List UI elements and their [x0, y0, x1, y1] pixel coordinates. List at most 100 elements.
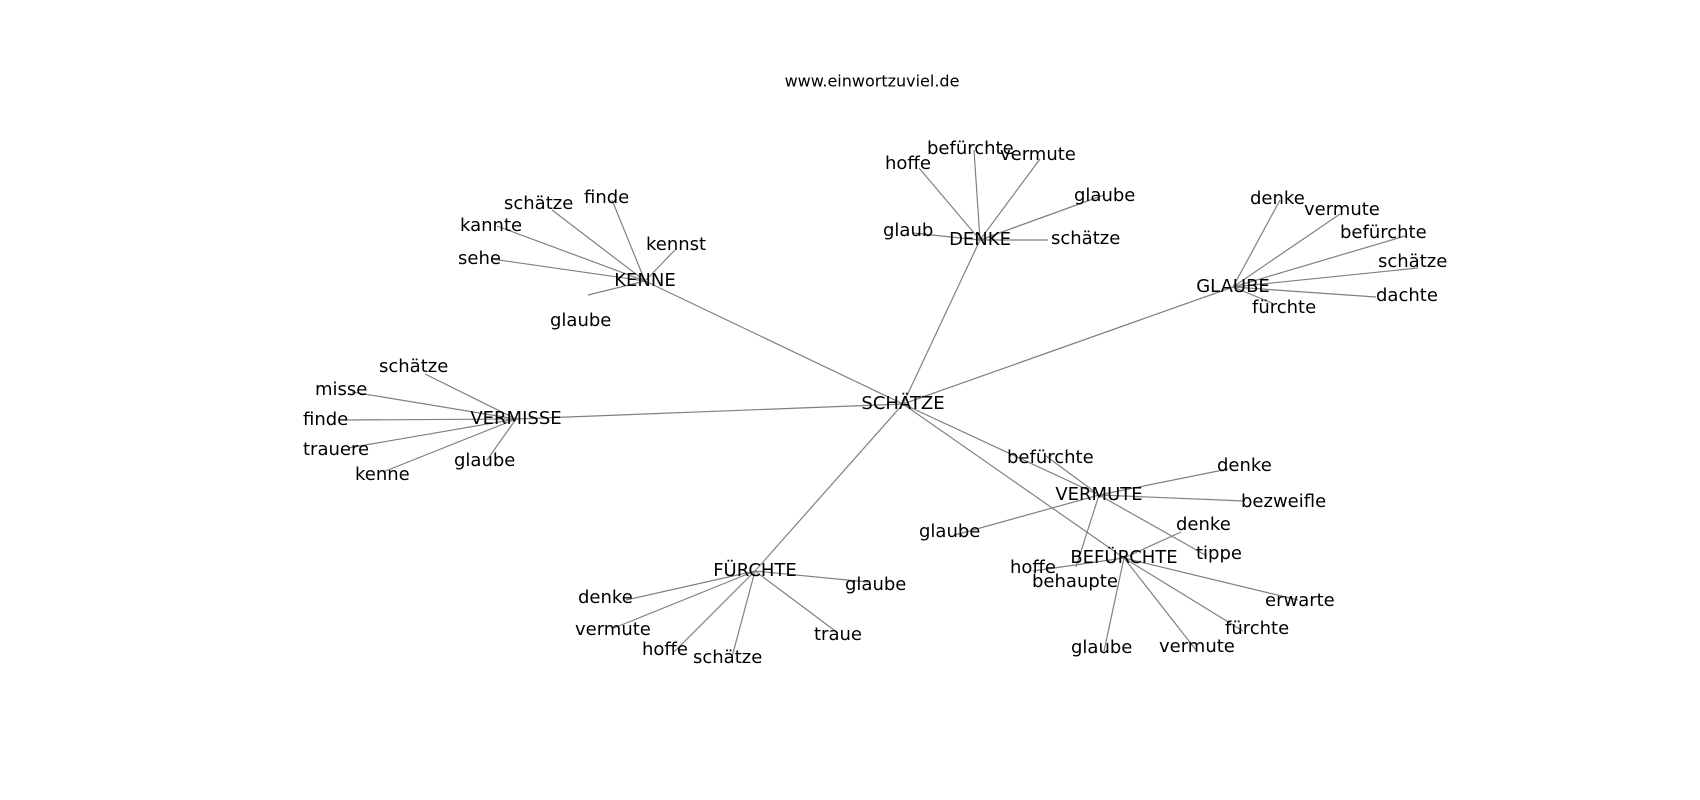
edge-vermute-3 [954, 494, 1100, 536]
leaf-label-befürchte-1: hoffe [1010, 557, 1056, 578]
leaf-label-vermute-1: denke [1217, 455, 1272, 476]
hub-node-label-vermisse: VERMISSE [470, 408, 561, 429]
leaf-label-vermisse-0: schätze [379, 356, 448, 377]
leaf-label-denke-0: hoffe [885, 153, 931, 174]
labels-layer: www.einwortzuviel.de SCHÄTZE finde schätze… [303, 72, 1447, 669]
edges-layer [344, 149, 1419, 658]
leaf-label-kenne-0: finde [584, 187, 629, 208]
hub-node-label-glaube: GLAUBE [1196, 276, 1270, 297]
center-node-label: SCHÄTZE [861, 393, 944, 414]
edge-befürchte-3 [1123, 557, 1244, 632]
edge-center-denke [902, 239, 981, 405]
site-title: www.einwortzuviel.de [785, 72, 960, 91]
leaf-label-befürchte-5: glaube [1071, 637, 1132, 658]
edge-center-befürchte [902, 403, 1125, 559]
leaf-label-denke-1: befürchte [927, 138, 1014, 159]
edge-denke-3 [979, 194, 1105, 241]
hub-node-label-denke: DENKE [949, 229, 1011, 250]
leaf-label-vermisse-3: trauere [303, 439, 369, 460]
edge-befürchte-4 [1123, 557, 1197, 651]
leaf-label-denke-2: vermute [1000, 144, 1076, 165]
edge-glaube-4 [1232, 286, 1377, 298]
edge-fürchte-1 [754, 570, 869, 583]
leaf-label-vermisse-5: glaube [454, 450, 515, 471]
leaf-label-fürchte-5: traue [814, 624, 862, 645]
edge-kenne-3 [491, 258, 646, 282]
edge-denke-1 [973, 149, 981, 241]
edge-center-vermute [902, 403, 1100, 496]
leaf-label-kenne-1: schätze [504, 193, 573, 214]
edge-befürchte-2 [1123, 557, 1299, 601]
edge-fürchte-0 [625, 570, 756, 601]
edge-fürchte-4 [731, 570, 756, 658]
edge-kenne-1 [551, 209, 646, 282]
edge-center-fürchte [754, 403, 904, 572]
leaf-label-vermute-3: glaube [919, 521, 980, 542]
edge-vermute-1 [1098, 468, 1229, 496]
edge-vermute-4 [1098, 494, 1208, 557]
edge-vermisse-0 [424, 373, 517, 420]
leaf-label-fürchte-4: schätze [693, 647, 762, 668]
edge-befürchte-0 [1123, 531, 1182, 559]
edge-kenne-2 [496, 225, 646, 282]
leaf-label-kenne-2: kannte [460, 215, 522, 236]
edge-vermute-2 [1098, 494, 1246, 502]
edge-vermisse-1 [351, 391, 517, 420]
edge-glaube-1 [1232, 213, 1341, 288]
hub-node-label-kenne: KENNE [614, 270, 675, 291]
leaf-label-glaube-1: vermute [1304, 199, 1380, 220]
edge-glaube-5 [1232, 286, 1273, 304]
edge-glaube-2 [1232, 235, 1406, 288]
leaf-label-kenne-5: glaube [550, 310, 611, 331]
leaf-label-befürchte-0: denke [1176, 514, 1231, 535]
edge-vermisse-3 [347, 418, 517, 449]
edge-glaube-0 [1232, 199, 1281, 288]
edge-fürchte-5 [754, 570, 839, 634]
leaf-label-vermute-0: befürchte [1007, 447, 1094, 468]
edge-kenne-4 [644, 249, 676, 282]
edge-center-kenne [644, 280, 904, 405]
leaf-label-kenne-3: sehe [458, 248, 501, 269]
edge-vermisse-2 [344, 418, 517, 421]
hub-node-label-fürchte: FÜRCHTE [713, 559, 797, 581]
leaf-label-kenne-4: kennst [646, 234, 706, 255]
leaf-label-vermute-4: tippe [1196, 543, 1242, 564]
edge-kenne-5 [587, 280, 646, 296]
edge-vermute-0 [1045, 455, 1100, 496]
leaf-label-denke-4: glaub [883, 220, 933, 241]
leaf-label-befürchte-4: vermute [1159, 636, 1235, 657]
hub-node-label-befürchte: BEFÜRCHTE [1070, 546, 1177, 568]
leaf-label-fürchte-3: hoffe [642, 639, 688, 660]
leaf-label-denke-5: schätze [1051, 228, 1120, 249]
leaf-label-glaube-5: fürchte [1252, 297, 1316, 318]
edge-denke-0 [918, 167, 981, 241]
edge-kenne-0 [611, 199, 646, 282]
edge-center-glaube [902, 286, 1234, 405]
leaf-label-befürchte-2: erwarte [1265, 590, 1335, 611]
leaf-label-befürchte-3: fürchte [1225, 618, 1289, 639]
leaf-label-fürchte-2: vermute [575, 619, 651, 640]
edge-denke-2 [979, 158, 1041, 241]
edge-vermisse-5 [486, 418, 517, 461]
leaf-label-vermisse-1: misse [315, 379, 367, 400]
leaf-label-denke-3: glaube [1074, 185, 1135, 206]
leaf-label-fürchte-1: glaube [845, 574, 906, 595]
leaf-label-fürchte-0: denke [578, 587, 633, 608]
leaf-label-vermisse-4: kenne [355, 464, 410, 485]
leaf-label-glaube-4: dachte [1376, 285, 1438, 306]
edge-center-vermisse [515, 403, 904, 420]
edge-befürchte-1 [1032, 557, 1125, 572]
leaf-label-vermisse-2: finde [303, 409, 348, 430]
leaf-label-vermute-5: behaupte [1032, 571, 1118, 592]
edge-vermisse-4 [382, 418, 517, 473]
edge-denke-4 [912, 232, 981, 241]
edge-vermute-5 [1075, 494, 1100, 568]
leaf-label-glaube-3: schätze [1378, 251, 1447, 272]
edge-befürchte-5 [1103, 557, 1125, 652]
leaf-label-vermute-2: bezweifle [1241, 491, 1326, 512]
leaf-label-glaube-0: denke [1250, 188, 1305, 209]
edge-fürchte-3 [672, 570, 756, 654]
edge-fürchte-2 [613, 570, 756, 629]
edge-glaube-3 [1232, 267, 1419, 288]
